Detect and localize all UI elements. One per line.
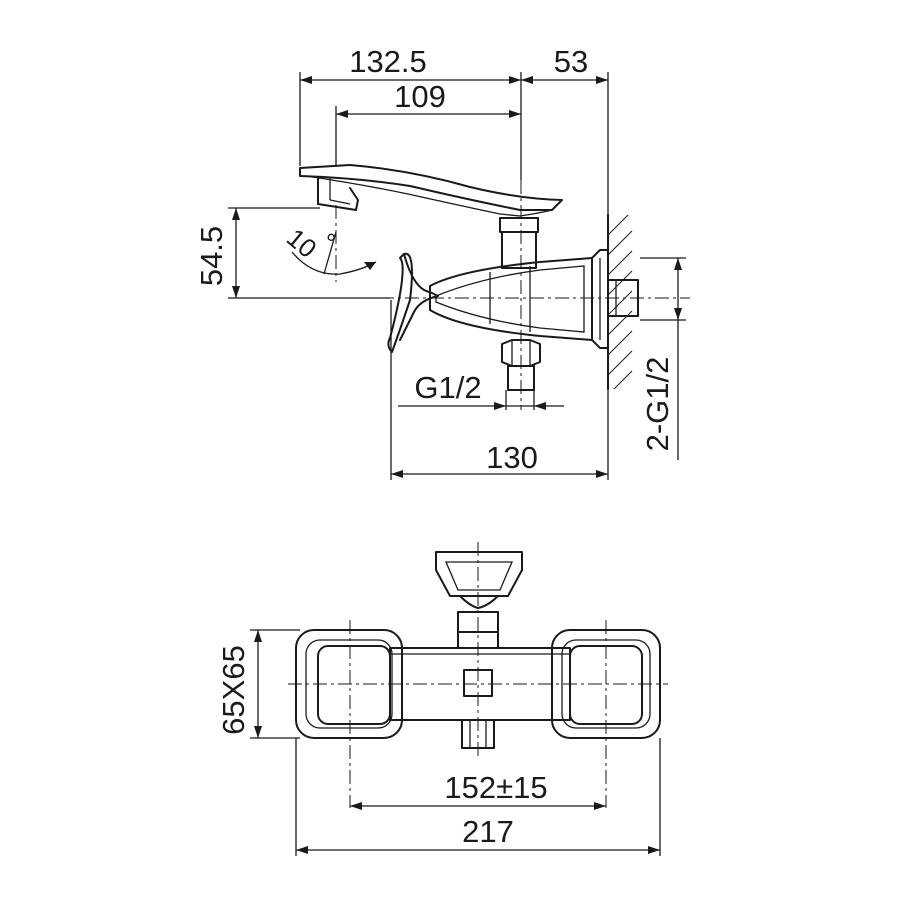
side-view: 132.5 53 109 54.5 10 ° (194, 44, 690, 480)
dim-label-65x65: 65X65 (216, 645, 251, 735)
dim-label-53: 53 (554, 44, 588, 79)
dim-label-217: 217 (462, 814, 514, 849)
dim-label-angle-unit: ° (326, 228, 336, 258)
valve-body (429, 249, 609, 349)
dim-spray-angle: 10 ° (281, 222, 377, 275)
dim-label-g1-2: G1/2 (414, 370, 481, 405)
dim-body-depth: 130 (391, 440, 608, 478)
dim-label-132-5: 132.5 (349, 44, 427, 79)
dim-overall-width: 217 (296, 814, 660, 854)
dim-spout-reach: 132.5 (300, 44, 521, 84)
dim-label-54-5: 54.5 (194, 226, 229, 286)
top-handle (435, 551, 523, 649)
dim-label-152: 152±15 (444, 770, 547, 805)
wall-hatch (607, 214, 633, 390)
dim-label-109: 109 (394, 79, 446, 114)
dim-spout-height: 54.5 (194, 208, 240, 298)
dim-spout-to-outlet: 109 (336, 79, 521, 118)
dim-inlet-threads: 2-G1/2 (640, 258, 682, 460)
top-view: 65X65 152±15 217 (216, 542, 668, 856)
dim-label-130: 130 (486, 440, 538, 475)
spout-outline (299, 164, 563, 217)
dim-flange-size: 65X65 (216, 630, 262, 738)
dim-outlet-thread: G1/2 (398, 370, 564, 410)
dim-label-angle: 10 (281, 222, 322, 264)
dim-center-distance: 152±15 (350, 770, 606, 810)
spout-stem (499, 217, 539, 269)
dim-label-2-g1-2: 2-G1/2 (640, 357, 675, 452)
dim-wall-offset: 53 (521, 44, 608, 84)
lever-handle (387, 252, 439, 353)
